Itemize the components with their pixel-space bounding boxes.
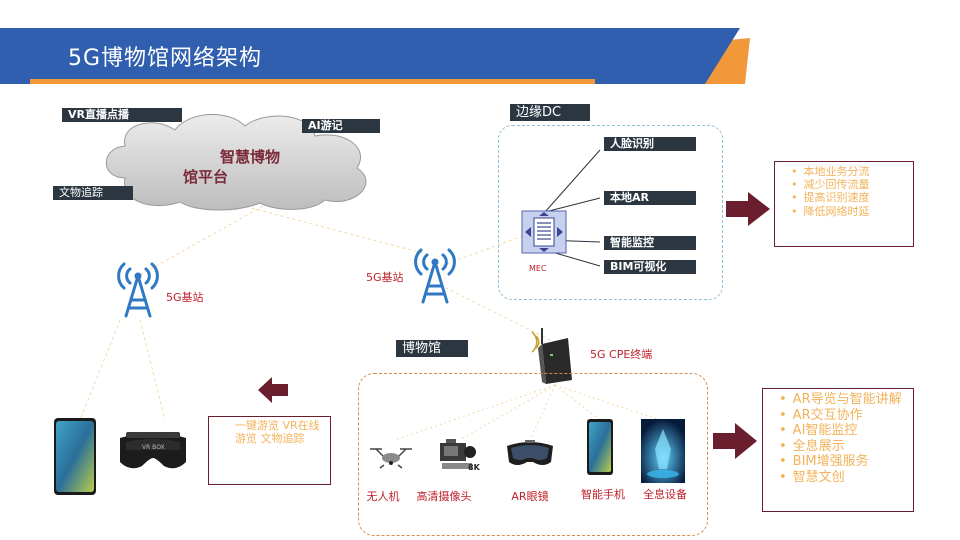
edge-benefits-box: 本地业务分流 减少回传流量 提高识别速度 降低网络时延 bbox=[774, 161, 914, 247]
mec-label: MEC bbox=[529, 264, 547, 273]
vr-brand-label: VR BOX bbox=[142, 444, 165, 451]
camera-icon bbox=[440, 439, 476, 469]
edge-benefits-list: 本地业务分流 减少回传流量 提高识别速度 降低网络时延 bbox=[791, 165, 913, 218]
device-label-smartphone: 智能手机 bbox=[581, 488, 625, 501]
hologram-icon bbox=[641, 419, 685, 483]
museum-benefits-list: AR导览与智能讲解 AR交互协作 AI智能监控 全息展示 BIM增强服务 智慧文… bbox=[779, 392, 913, 486]
vr-headset-icon bbox=[120, 432, 186, 469]
list-item: 智慧文创 bbox=[779, 470, 913, 486]
museum-title: 博物馆 bbox=[396, 340, 468, 357]
cpe-label: 5G CPE终端 bbox=[590, 348, 653, 361]
camera-8k-label: 8K bbox=[468, 463, 480, 472]
center-station-label: 5G基站 bbox=[366, 271, 404, 284]
edge-function-bim: BIM可视化 bbox=[604, 260, 696, 274]
ai-tour-tag: AI游记 bbox=[302, 119, 380, 133]
left-station-label: 5G基站 bbox=[166, 291, 204, 304]
ar-glasses-icon bbox=[507, 440, 553, 465]
smartphone-icon bbox=[587, 419, 613, 475]
edge-function-monitor: 智能监控 bbox=[604, 236, 696, 250]
remote-services-box: 一键游览 VR在线 游览 文物追踪 bbox=[208, 416, 331, 485]
device-label-ar-glasses: AR眼镜 bbox=[511, 490, 549, 503]
museum-benefits-box: AR导览与智能讲解 AR交互协作 AI智能监控 全息展示 BIM增强服务 智慧文… bbox=[762, 388, 914, 512]
edge-dc-box bbox=[498, 125, 723, 300]
vr-live-tag: VR直播点播 bbox=[62, 108, 182, 122]
cloud-shape bbox=[105, 114, 367, 211]
cloud-title-line2: 馆平台 bbox=[183, 168, 229, 186]
smartphone-icon bbox=[54, 418, 96, 495]
list-item: 全息展示 bbox=[779, 439, 913, 455]
device-label-hologram: 全息设备 bbox=[643, 488, 687, 501]
list-item: 降低网络时延 bbox=[791, 205, 913, 218]
relic-trace-tag: 文物追踪 bbox=[53, 186, 133, 200]
device-label-drone: 无人机 bbox=[366, 490, 400, 503]
list-item: AR交互协作 bbox=[779, 408, 913, 424]
page-title: 5G博物馆网络架构 bbox=[68, 46, 263, 71]
arrow-left-icon bbox=[258, 377, 288, 403]
header-banner bbox=[0, 28, 750, 84]
edge-function-face: 人脸识别 bbox=[604, 137, 696, 151]
cpe-router-icon bbox=[531, 328, 572, 384]
list-item: AR导览与智能讲解 bbox=[779, 392, 913, 408]
mec-server-icon bbox=[521, 210, 567, 254]
tower-icon bbox=[414, 248, 456, 304]
tower-icon bbox=[117, 262, 159, 318]
list-item: 本地业务分流 bbox=[791, 165, 913, 178]
device-label-camera: 高清摄像头 bbox=[416, 490, 472, 503]
list-item: 减少回传流量 bbox=[791, 178, 913, 191]
drone-icon bbox=[370, 448, 412, 469]
arrow-right-icon bbox=[713, 423, 757, 459]
edge-dc-title: 边缘DC bbox=[510, 104, 590, 121]
remote-services-line1: 一键游览 VR在线 bbox=[235, 419, 320, 432]
museum-box bbox=[358, 373, 708, 536]
list-item: BIM增强服务 bbox=[779, 454, 913, 470]
remote-services-line2: 游览 文物追踪 bbox=[235, 432, 305, 445]
arrow-right-icon bbox=[726, 192, 770, 226]
cloud-title-line1: 智慧博物 bbox=[220, 148, 281, 166]
list-item: AI智能监控 bbox=[779, 423, 913, 439]
edge-function-ar: 本地AR bbox=[604, 191, 696, 205]
list-item: 提高识别速度 bbox=[791, 191, 913, 204]
